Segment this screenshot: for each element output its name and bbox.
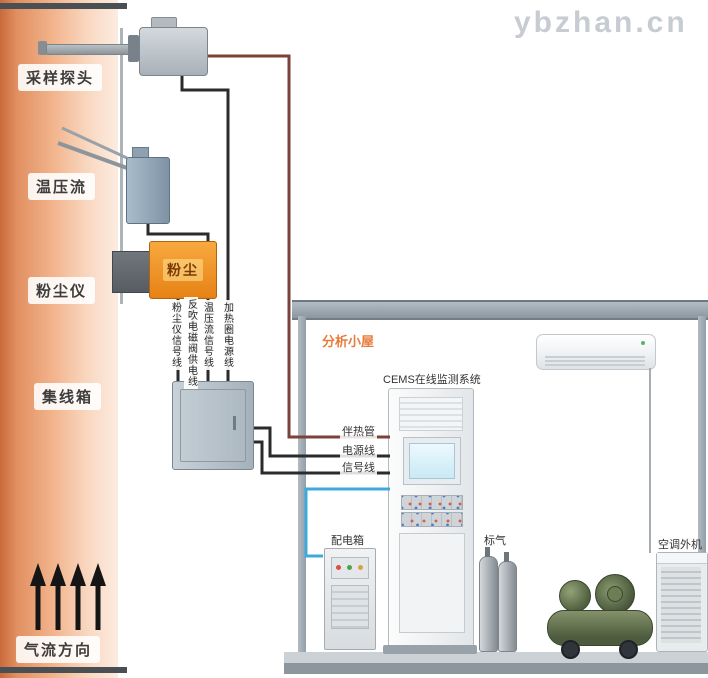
stack-label-junction-box: 集线箱 [34, 383, 102, 410]
stack-label-sampling-probe: 采样探头 [18, 64, 103, 91]
cabinet-screen-display [409, 443, 455, 479]
label-signal-line: 信号线 [340, 459, 377, 475]
cable-label-tpf-signal: 温压流信号线 [200, 300, 214, 370]
power-line-wire [251, 426, 390, 458]
dust-meter-text: 粉尘 [163, 259, 203, 281]
cems-cabinet [388, 388, 474, 648]
distribution-indicator-panel [331, 557, 369, 579]
stack-bottom-rim [0, 667, 127, 673]
dust-meter-body: 粉尘 [149, 241, 217, 299]
cabinet-module-row-1 [401, 495, 463, 510]
ac-indoor-unit [536, 334, 656, 370]
signal-line-wire [251, 440, 390, 475]
shelter-left-wall [298, 316, 306, 654]
tpf-probe-rod-upper [61, 126, 128, 160]
dust-meter-mount [112, 251, 152, 293]
label-distribution-box: 配电箱 [331, 532, 364, 548]
cable-label-dust-signal: 粉尘仪信号线 [168, 300, 182, 370]
junction-box-handle [233, 416, 236, 430]
compressor-pump-hub [607, 586, 623, 602]
distribution-box [324, 548, 376, 650]
indicator-dot-green [347, 565, 352, 570]
probe-body [139, 27, 208, 76]
shelter-title: 分析小屋 [322, 334, 375, 349]
indicator-dot-yellow [358, 565, 363, 570]
watermark: ybzhan.cn [514, 6, 688, 39]
stack-label-temp-pressure-flow: 温压流 [28, 173, 96, 200]
label-heat-trace: 伴热管 [340, 423, 377, 439]
cabinet-top-grille [399, 397, 463, 431]
cable-label-blowback-power: 反吹电磁阀供电线 [184, 297, 198, 389]
air-compressor [545, 574, 657, 659]
label-standard-gas: 标气 [484, 535, 506, 547]
cabinet-lower-door [399, 533, 465, 633]
compressor-tank [547, 610, 653, 646]
label-ac-outdoor: 空调外机 [658, 539, 702, 551]
compressor-wheel-right [619, 640, 638, 659]
probe-tip [38, 41, 47, 55]
stack-label-dust-meter: 粉尘仪 [28, 277, 96, 304]
ac-outdoor-unit [656, 552, 708, 652]
label-power-line: 电源线 [340, 442, 377, 458]
shelter-floor [284, 652, 708, 674]
shelter-roof [292, 300, 708, 320]
ac-indoor-led [641, 341, 645, 345]
heat-trace-pipe [205, 54, 390, 439]
stack-top-rim [0, 3, 127, 9]
tpf-probe-rod-lower [57, 141, 128, 170]
temp-pressure-flow-device [126, 147, 170, 224]
ac-indoor-vent [545, 356, 645, 366]
ac-outdoor-top-cap [657, 553, 707, 564]
stack-label-airflow: 气流方向 [16, 636, 101, 663]
cems-cabinet-title: CEMS在线监测系统 [383, 374, 481, 386]
compressor-wheel-left [561, 640, 580, 659]
ac-outdoor-louvers [661, 567, 701, 643]
cable-label-heater-power: 加热圈电源线 [220, 300, 234, 370]
tpf-body [126, 157, 170, 224]
junction-box-device [172, 381, 254, 470]
cabinet-screen [403, 437, 461, 485]
shelter-right-wall [698, 316, 706, 654]
distribution-terminal-strip [331, 585, 369, 629]
blue-signal-wire [304, 487, 390, 558]
airflow-arrows [30, 563, 106, 630]
probe-flange [128, 35, 139, 62]
gas-cylinder-1-valve [485, 547, 490, 557]
indicator-dot-red [336, 565, 341, 570]
junction-box-door [180, 389, 246, 462]
heater-power-wire [180, 73, 230, 383]
cabinet-base [383, 645, 477, 654]
gas-cylinder-2-valve [504, 552, 509, 562]
cabinet-module-row-2 [401, 512, 463, 527]
